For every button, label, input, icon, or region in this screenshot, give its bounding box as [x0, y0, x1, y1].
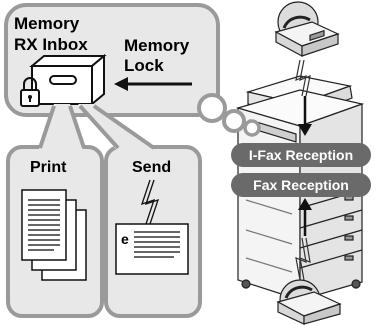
lightning-bolt-icon	[140, 179, 160, 225]
lightning-bolt-icon	[295, 59, 311, 281]
send-connector-edge	[78, 104, 120, 150]
bubble-circle-large	[197, 93, 227, 123]
bubble-circle-small	[243, 119, 261, 137]
memory-lock-line1: Memory	[124, 36, 190, 55]
print-label: Print	[30, 159, 67, 176]
padlock-icon	[20, 77, 40, 107]
memory-box-title-line2: RX Inbox	[14, 35, 88, 54]
send-label: Send	[132, 159, 171, 176]
arrow-left-icon	[114, 77, 128, 91]
ifax-reception-badge: I-Fax Reception	[231, 143, 371, 167]
fax-reception-badge: Fax Reception	[231, 173, 371, 197]
print-connector-edge	[68, 105, 86, 149]
print-connector-edge	[38, 105, 56, 149]
send-connector	[78, 104, 158, 152]
memory-box-title-line1: Memory	[14, 14, 80, 33]
fax-machine-icon	[274, 1, 340, 58]
bubble-circle-medium	[222, 109, 246, 133]
memory-lock-line2: Lock	[124, 56, 164, 75]
send-connector-edge	[92, 104, 156, 150]
fax-machine-icon	[276, 279, 342, 325]
arrow-down-icon	[298, 124, 312, 136]
page-text-lines	[28, 199, 60, 251]
email-doc-letter: e	[121, 231, 129, 247]
arrow-up-icon	[298, 198, 312, 210]
inbox-tray-icon	[29, 53, 107, 107]
email-doc-lines	[134, 231, 180, 258]
